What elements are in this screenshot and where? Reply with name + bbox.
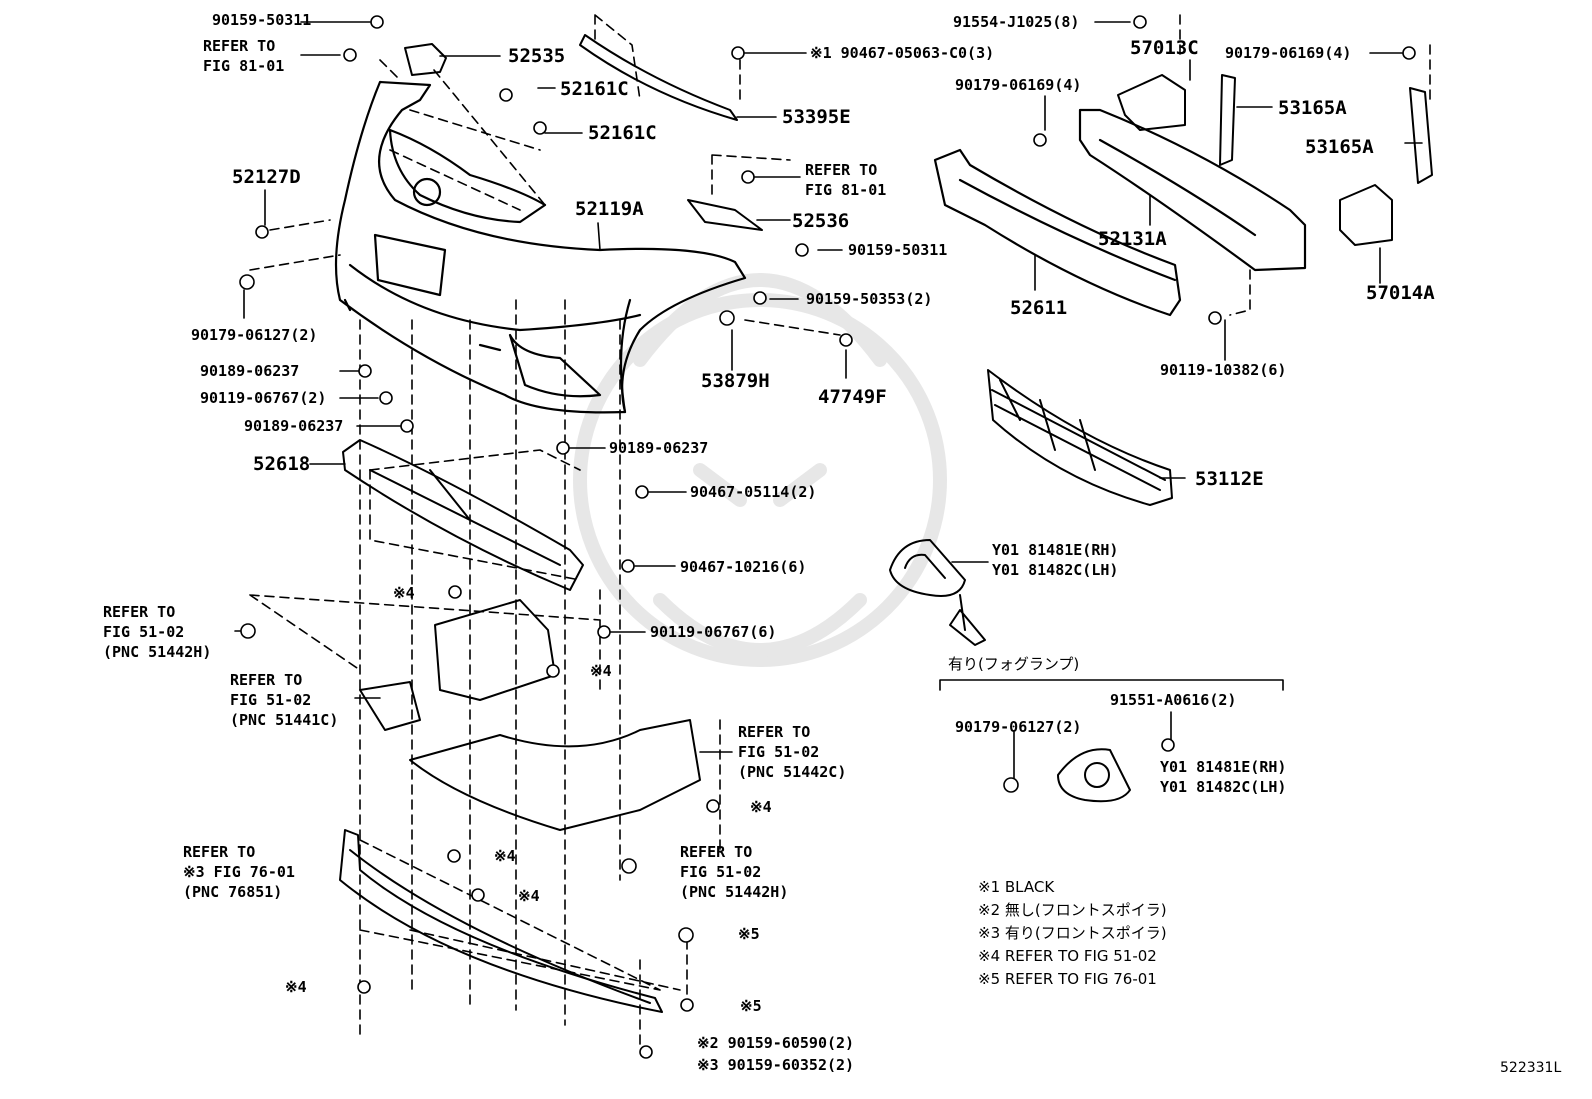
label-y01-bezel-b: Y01 81481E(RH) Y01 81482C(LH) bbox=[1160, 758, 1287, 796]
label-53879h: 53879H bbox=[701, 370, 770, 392]
bracket-53165a-1 bbox=[1219, 74, 1236, 166]
label-refer-fig-51-02-441c: REFER TO FIG 51-02 (PNC 51441C) bbox=[230, 671, 339, 729]
bumper-reinforcement bbox=[1078, 108, 1307, 272]
label-refer-fig-76-01: REFER TO ※3 FIG 76-01 (PNC 76851) bbox=[183, 843, 295, 901]
label-90179-06169-b: 90179-06169(4) bbox=[955, 76, 1082, 94]
watermark-emblem bbox=[573, 273, 947, 667]
label-52127d: 52127D bbox=[232, 166, 301, 188]
label-refer-fig-51-02-442c: REFER TO FIG 51-02 (PNC 51442C) bbox=[738, 723, 847, 781]
label-52161c-1: 52161C bbox=[560, 78, 629, 100]
footnotes: ※1 BLACK ※2 無し(フロントスポイラ) ※3 有り(フロントスポイラ)… bbox=[978, 878, 1167, 988]
label-53165a-2: 53165A bbox=[1305, 136, 1374, 158]
label-90119-06767-6: 90119-06767(6) bbox=[650, 623, 777, 641]
label-note4-c: ※4 bbox=[750, 798, 772, 816]
label-90159-50353: 90159-50353(2) bbox=[806, 290, 933, 308]
front-bumper-cover bbox=[334, 80, 747, 414]
label-90119-10382: 90119-10382(6) bbox=[1160, 361, 1287, 379]
label-90189-06237-a: 90189-06237 bbox=[200, 362, 300, 380]
label-53112e: 53112E bbox=[1195, 468, 1264, 490]
label-note5-a: ※5 bbox=[738, 925, 760, 943]
label-note4-d: ※4 bbox=[494, 847, 516, 865]
label-91551-a0616: 91551-A0616(2) bbox=[1110, 691, 1237, 709]
label-90179-06169-a: 90179-06169(4) bbox=[1225, 44, 1352, 62]
label-refer-fig-81-01-top: REFER TO FIG 81-01 bbox=[203, 37, 285, 75]
fog-lamp-section-heading: 有り(フォグランプ) bbox=[948, 655, 1080, 673]
figure-id: 522331L bbox=[1500, 1060, 1562, 1076]
molding-53395e bbox=[579, 34, 738, 121]
label-52535: 52535 bbox=[508, 45, 566, 67]
label-90467-05063: ※1 90467-05063-C0(3) bbox=[810, 44, 995, 62]
label-91554-j1025: 91554-J1025(8) bbox=[953, 13, 1080, 31]
label-note4-a: ※4 bbox=[393, 584, 415, 602]
label-53395e: 53395E bbox=[782, 106, 851, 128]
label-90179-06127-fog: 90179-06127(2) bbox=[955, 718, 1082, 736]
label-52161c-2: 52161C bbox=[588, 122, 657, 144]
bracket-57013c bbox=[1117, 74, 1186, 131]
label-note4-e: ※4 bbox=[518, 887, 540, 905]
lower-grille bbox=[987, 369, 1173, 506]
bracket-53165a-2 bbox=[1409, 87, 1433, 184]
fasteners bbox=[239, 15, 1416, 1059]
label-52618: 52618 bbox=[253, 453, 311, 475]
under-covers bbox=[342, 439, 701, 831]
label-note5-b: ※5 bbox=[740, 997, 762, 1015]
label-52119a: 52119A bbox=[575, 198, 644, 220]
label-57014a: 57014A bbox=[1366, 282, 1435, 304]
label-note4-f: ※4 bbox=[285, 978, 307, 996]
arrow bbox=[949, 594, 986, 646]
cover-52618 bbox=[342, 439, 584, 591]
front-spoiler bbox=[339, 829, 663, 1013]
label-refer-fig-51-02-442h-top: REFER TO FIG 51-02 (PNC 51442H) bbox=[103, 603, 212, 661]
label-52131a: 52131A bbox=[1098, 228, 1167, 250]
fog-bezels bbox=[889, 539, 1131, 803]
fog-section-bracket bbox=[939, 679, 1284, 691]
label-90189-06237-b: 90189-06237 bbox=[244, 417, 344, 435]
label-note4-b: ※4 bbox=[590, 662, 612, 680]
bracket-52535 bbox=[404, 43, 447, 76]
label-52611: 52611 bbox=[1010, 297, 1068, 319]
label-90179-06127: 90179-06127(2) bbox=[191, 326, 318, 344]
label-53165a-1: 53165A bbox=[1278, 97, 1347, 119]
bracket-52536 bbox=[687, 199, 763, 231]
bracket-57014a bbox=[1339, 184, 1393, 246]
label-refer-fig-51-02-442h-bot: REFER TO FIG 51-02 (PNC 51442H) bbox=[680, 843, 789, 901]
label-90189-06237-c: 90189-06237 bbox=[609, 439, 709, 457]
cover-51442c bbox=[409, 719, 701, 831]
label-y01-bezel-a: Y01 81481E(RH) Y01 81482C(LH) bbox=[992, 541, 1119, 579]
label-52536: 52536 bbox=[792, 210, 850, 232]
label-90159-50311-top: 90159-50311 bbox=[212, 11, 312, 29]
label-90467-10216: 90467-10216(6) bbox=[680, 558, 807, 576]
label-refer-fig-81-01-mid: REFER TO FIG 81-01 bbox=[805, 161, 887, 199]
assembly-dashed-lines bbox=[249, 14, 1431, 1046]
cover-51441c bbox=[359, 681, 421, 731]
energy-absorber bbox=[933, 148, 1182, 317]
upper-parts bbox=[404, 34, 1433, 246]
label-47749f: 47749F bbox=[818, 386, 887, 408]
leader-lines bbox=[234, 21, 1423, 779]
label-90159-60352: ※3 90159-60352(2) bbox=[697, 1056, 855, 1074]
label-90159-60590: ※2 90159-60590(2) bbox=[697, 1034, 855, 1052]
label-57013c: 57013C bbox=[1130, 37, 1199, 59]
label-90119-06767-2: 90119-06767(2) bbox=[200, 389, 327, 407]
label-90159-50311-mid: 90159-50311 bbox=[848, 241, 948, 259]
label-90467-05114: 90467-05114(2) bbox=[690, 483, 817, 501]
